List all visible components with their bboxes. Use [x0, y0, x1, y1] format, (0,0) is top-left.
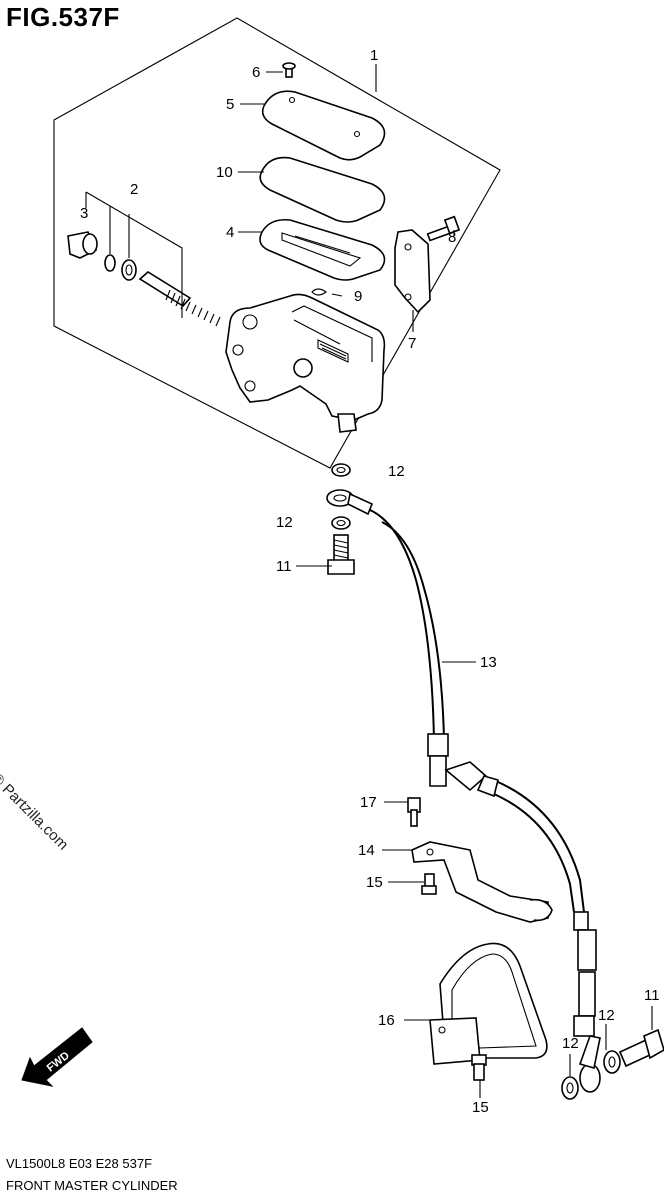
callout-10: 10 — [216, 164, 233, 181]
callout-8: 8 — [448, 229, 456, 246]
part-12-washer-upper — [331, 463, 351, 477]
callout-5: 5 — [226, 96, 234, 113]
callout-6: 6 — [252, 64, 260, 81]
callout-15-upper: 15 — [366, 874, 383, 891]
callout-7: 7 — [408, 335, 416, 352]
part-13-brake-hose — [369, 509, 597, 1037]
callout-2: 2 — [130, 181, 138, 198]
callout-bracket-2-3 — [85, 191, 183, 318]
callout-1: 1 — [370, 47, 378, 64]
master-cylinder-body — [225, 293, 386, 433]
callout-12-lower-left: 12 — [562, 1035, 579, 1052]
callouts: 1 2 3 4 5 6 7 8 9 10 11 11 12 12 12 12 1… — [80, 47, 660, 1116]
callout-14: 14 — [358, 842, 375, 859]
callout-11-lower: 11 — [644, 987, 660, 1004]
part-10-diaphragm-plate — [259, 156, 386, 223]
part-17-bolt — [407, 797, 421, 827]
part-8-bolt — [426, 215, 461, 242]
part-14-bracket — [411, 841, 553, 923]
part-5-reservoir-cap — [261, 90, 386, 161]
part-11-banjo-bolt-upper — [327, 534, 355, 575]
part-9-clip — [311, 288, 327, 296]
callout-12-middle: 12 — [276, 514, 293, 531]
part-12-washer-middle — [331, 516, 351, 530]
callout-11-upper: 11 — [276, 558, 292, 575]
figure-title: FIG.537F — [6, 2, 120, 32]
part-6-screw — [282, 62, 296, 78]
fwd-arrow: FWD — [21, 1027, 93, 1087]
callout-9: 9 — [354, 288, 362, 305]
callout-17: 17 — [360, 794, 377, 811]
part-7-clamp — [394, 229, 431, 314]
part-2-piston-kit — [104, 254, 221, 327]
part-4-diaphragm — [259, 218, 386, 281]
model-code: VL1500L8 E03 E28 537F — [6, 1156, 153, 1171]
part-16-hose-guide — [429, 942, 548, 1065]
callout-15-lower: 15 — [472, 1099, 489, 1116]
callout-12-lower-right: 12 — [598, 1007, 615, 1024]
banjo-fitting-upper — [326, 489, 374, 516]
callout-13: 13 — [480, 654, 497, 671]
callout-16: 16 — [378, 1012, 395, 1029]
part-3-boot — [67, 231, 98, 259]
part-15-bolt-upper — [421, 873, 437, 895]
callout-4: 4 — [226, 224, 234, 241]
part-15-bolt-lower — [471, 1054, 487, 1081]
diagram-name: FRONT MASTER CYLINDER — [6, 1178, 178, 1193]
callout-3: 3 — [80, 205, 88, 222]
assembly-boundary — [53, 17, 501, 469]
callout-12-upper: 12 — [388, 463, 405, 480]
banjo-fitting-lower — [561, 1028, 664, 1100]
leader-lines — [238, 64, 653, 1098]
